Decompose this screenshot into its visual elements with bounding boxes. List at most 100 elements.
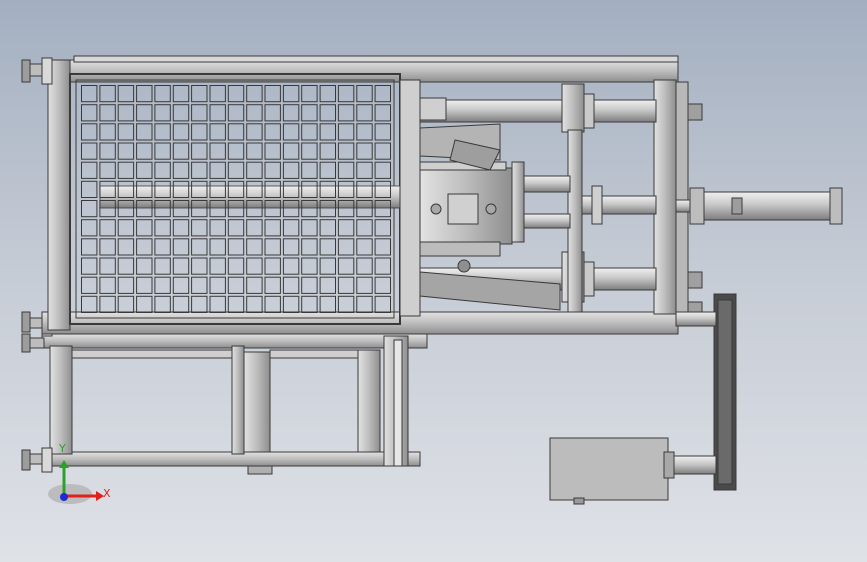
guard-grid-cell bbox=[172, 180, 190, 199]
guard-grid-cell bbox=[246, 85, 263, 103]
guard-grid-cell bbox=[191, 257, 208, 275]
guard-grid-cell bbox=[99, 295, 116, 313]
guard-grid-cell bbox=[99, 142, 116, 160]
guard-grid-cell bbox=[374, 295, 392, 313]
cylinder-body bbox=[699, 191, 831, 221]
guard-grid-cell bbox=[136, 257, 153, 275]
guard-grid-cell bbox=[99, 257, 116, 275]
guard-grid-cell bbox=[172, 161, 190, 179]
guard-grid-cell bbox=[319, 295, 337, 313]
guard-grid-cell bbox=[356, 295, 373, 313]
guard-grid-cell bbox=[264, 200, 281, 218]
guard-grid-cell bbox=[337, 276, 355, 294]
guard-grid-cell bbox=[209, 200, 226, 218]
triad-z-origin bbox=[60, 493, 68, 501]
guard-grid-cell bbox=[301, 104, 318, 122]
guard-grid-cell bbox=[209, 180, 226, 199]
guard-grid-cell bbox=[209, 104, 226, 122]
guard-grid-cell bbox=[117, 295, 135, 313]
guard-grid-cell bbox=[81, 200, 98, 218]
motor-shaft bbox=[667, 455, 717, 475]
leveling-bolt-head bbox=[21, 59, 31, 83]
guard-grid-cell bbox=[81, 161, 98, 179]
cylinder-end-cap bbox=[829, 187, 843, 225]
guard-grid-cell bbox=[136, 238, 153, 256]
guard-grid-cell bbox=[282, 276, 300, 294]
guard-grid-cell bbox=[356, 123, 373, 141]
guard-grid-cell bbox=[319, 276, 337, 294]
guard-grid-cell bbox=[136, 142, 153, 160]
guard-grid-cell bbox=[301, 200, 318, 218]
motor-body bbox=[549, 437, 669, 501]
guard-grid-cell bbox=[81, 85, 98, 103]
guard-grid-cell bbox=[81, 142, 98, 160]
gearbox-bolt bbox=[430, 203, 442, 215]
guard-grid-cell bbox=[117, 200, 135, 218]
guard-grid-cell bbox=[301, 219, 318, 237]
guard-grid-cell bbox=[136, 200, 153, 218]
guard-grid-cell bbox=[319, 219, 337, 237]
guard-grid-cell bbox=[172, 276, 190, 294]
guard-grid-cell bbox=[81, 295, 98, 313]
pneumatic-cylinder bbox=[675, 187, 843, 225]
guard-grid-cell bbox=[191, 219, 208, 237]
guard-grid-cell bbox=[172, 295, 190, 313]
lower-frame-inner-rail bbox=[71, 349, 233, 359]
guard-grid-cell bbox=[209, 161, 226, 179]
guard-grid-cell bbox=[246, 238, 263, 256]
guard-grid-cell bbox=[154, 257, 171, 275]
leveling-bolt-head bbox=[21, 333, 31, 353]
guard-grid-cell bbox=[172, 142, 190, 160]
guard-side-plate bbox=[399, 79, 421, 317]
guard-grid-cell bbox=[337, 238, 355, 256]
guard-grid-cell bbox=[227, 257, 245, 275]
guard-grid-cell bbox=[374, 180, 392, 199]
lower-frame-right-post bbox=[357, 349, 381, 453]
triad-y-label: Y bbox=[58, 442, 66, 455]
guard-grid-cell bbox=[374, 238, 392, 256]
guard-grid-cell bbox=[374, 123, 392, 141]
guard-grid-cell bbox=[154, 200, 171, 218]
output-shaft bbox=[675, 311, 717, 327]
guard-grid-cell bbox=[154, 219, 171, 237]
guard-grid-cell bbox=[319, 238, 337, 256]
guard-grid-cell bbox=[246, 180, 263, 199]
guard-grid-cell bbox=[264, 161, 281, 179]
guard-grid-cell bbox=[154, 142, 171, 160]
guard-grid-cell bbox=[356, 238, 373, 256]
guard-grid-cell bbox=[356, 257, 373, 275]
coordinate-triad-icon: X Y bbox=[48, 442, 111, 504]
guard-grid-cell bbox=[264, 104, 281, 122]
guard-grid-cell bbox=[246, 295, 263, 313]
guard-grid-cell bbox=[356, 85, 373, 103]
guard-grid-cell bbox=[191, 85, 208, 103]
lower-frame-inner-rail-2 bbox=[269, 349, 359, 359]
pusher-rod bbox=[519, 175, 571, 193]
leveling-bolt bbox=[29, 337, 45, 349]
flange-bushing bbox=[561, 83, 585, 133]
guard-grid-cell bbox=[374, 219, 392, 237]
cylinder-port bbox=[731, 197, 743, 215]
internal-shaft bbox=[99, 185, 401, 209]
guard-grid-cell bbox=[227, 85, 245, 103]
guard-grid-cell bbox=[99, 85, 116, 103]
guard-grid-cell bbox=[282, 180, 300, 199]
leveling-bolt-cap bbox=[41, 57, 53, 85]
guard-grid-cell bbox=[319, 123, 337, 141]
guard-grid-cell bbox=[154, 104, 171, 122]
guard-grid-cell bbox=[191, 238, 208, 256]
lower-frame-bottom-rail bbox=[41, 451, 421, 467]
guard-grid-cell bbox=[282, 257, 300, 275]
guard-grid-cell bbox=[209, 257, 226, 275]
guard-grid-cell bbox=[227, 276, 245, 294]
gearbox-base bbox=[419, 241, 501, 257]
guard-grid-cell bbox=[81, 180, 98, 199]
guard-grid-cell bbox=[264, 257, 281, 275]
guard-grid-cell bbox=[356, 276, 373, 294]
guard-grid-cell bbox=[136, 104, 153, 122]
guard-grid-cell bbox=[154, 276, 171, 294]
guard-grid-cell bbox=[246, 219, 263, 237]
guard-grid-cell bbox=[227, 123, 245, 141]
guard-grid-cell bbox=[117, 238, 135, 256]
